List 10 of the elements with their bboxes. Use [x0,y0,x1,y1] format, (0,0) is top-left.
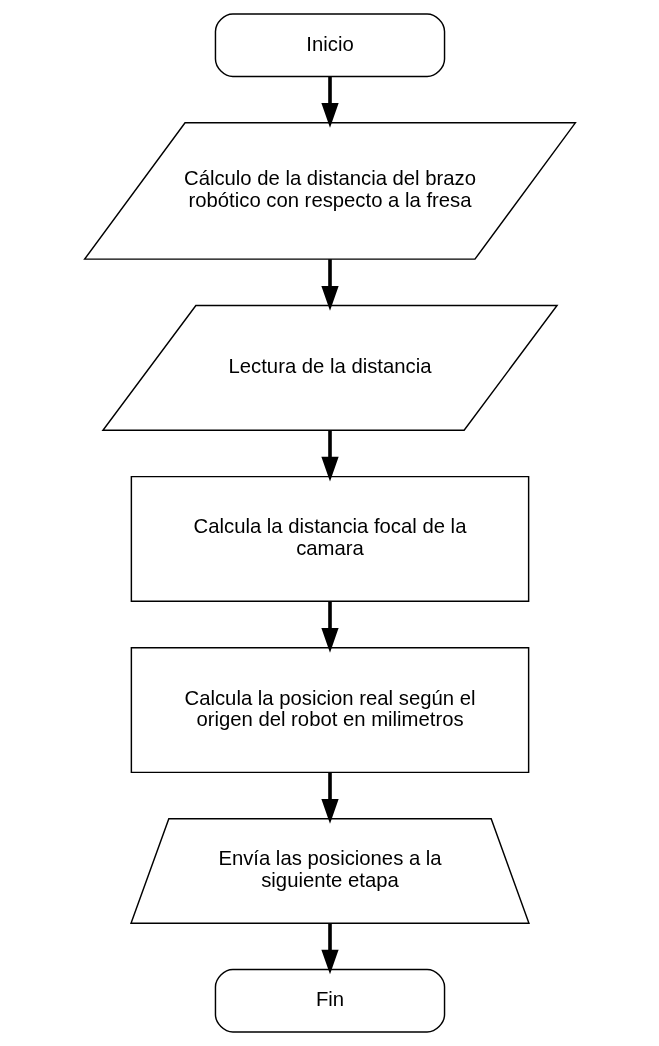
arrow [320,259,339,311]
arrow [320,77,339,128]
arrow [320,601,339,653]
node-box: Calcula la posicion real según el origen del robot en milimetros [130,646,529,774]
arrow [320,430,339,482]
node-box: Calcula la distancia focal de la camara [130,475,529,602]
arrow [320,923,339,975]
arrow [320,772,339,824]
node-box: Inicio [214,13,445,78]
node-box: Fin [214,968,445,1033]
